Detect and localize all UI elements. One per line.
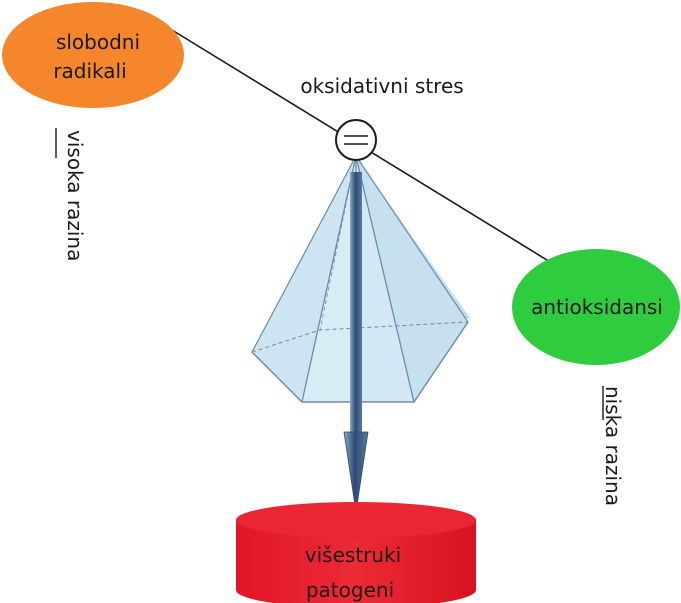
low-level-label: niska razina — [601, 386, 625, 506]
free-radicals-label-line2: radikali — [53, 59, 126, 83]
high-level-indicator: visoka razina — [55, 128, 87, 261]
free-radicals-ellipse — [2, 2, 184, 108]
pivot-circle — [335, 119, 377, 161]
pathogens-cylinder-top — [236, 502, 476, 538]
free-radicals-label-line1: slobodni — [56, 30, 140, 54]
arrow-head — [343, 431, 369, 513]
oxidative-stress-label: oksidativni stres — [300, 74, 463, 98]
high-level-label: visoka razina — [63, 130, 87, 261]
antioxidants-ellipse — [512, 249, 680, 365]
pathogens-cylinder-body — [236, 520, 476, 603]
pathogens-label-line1: višestruki — [305, 543, 401, 567]
pivot-symbol — [335, 119, 377, 161]
low-level-indicator: niska razina — [601, 386, 625, 506]
antioxidants-label: antioksidansi — [531, 295, 663, 319]
pathogens-label-line2: patogeni — [306, 578, 394, 602]
arrow-shaft — [350, 172, 362, 434]
pathogens-node: višestruki patogeni — [236, 502, 476, 603]
down-arrow — [343, 172, 369, 513]
antioxidants-node: antioksidansi — [512, 249, 680, 365]
free-radicals-node: slobodni radikali — [2, 2, 184, 108]
